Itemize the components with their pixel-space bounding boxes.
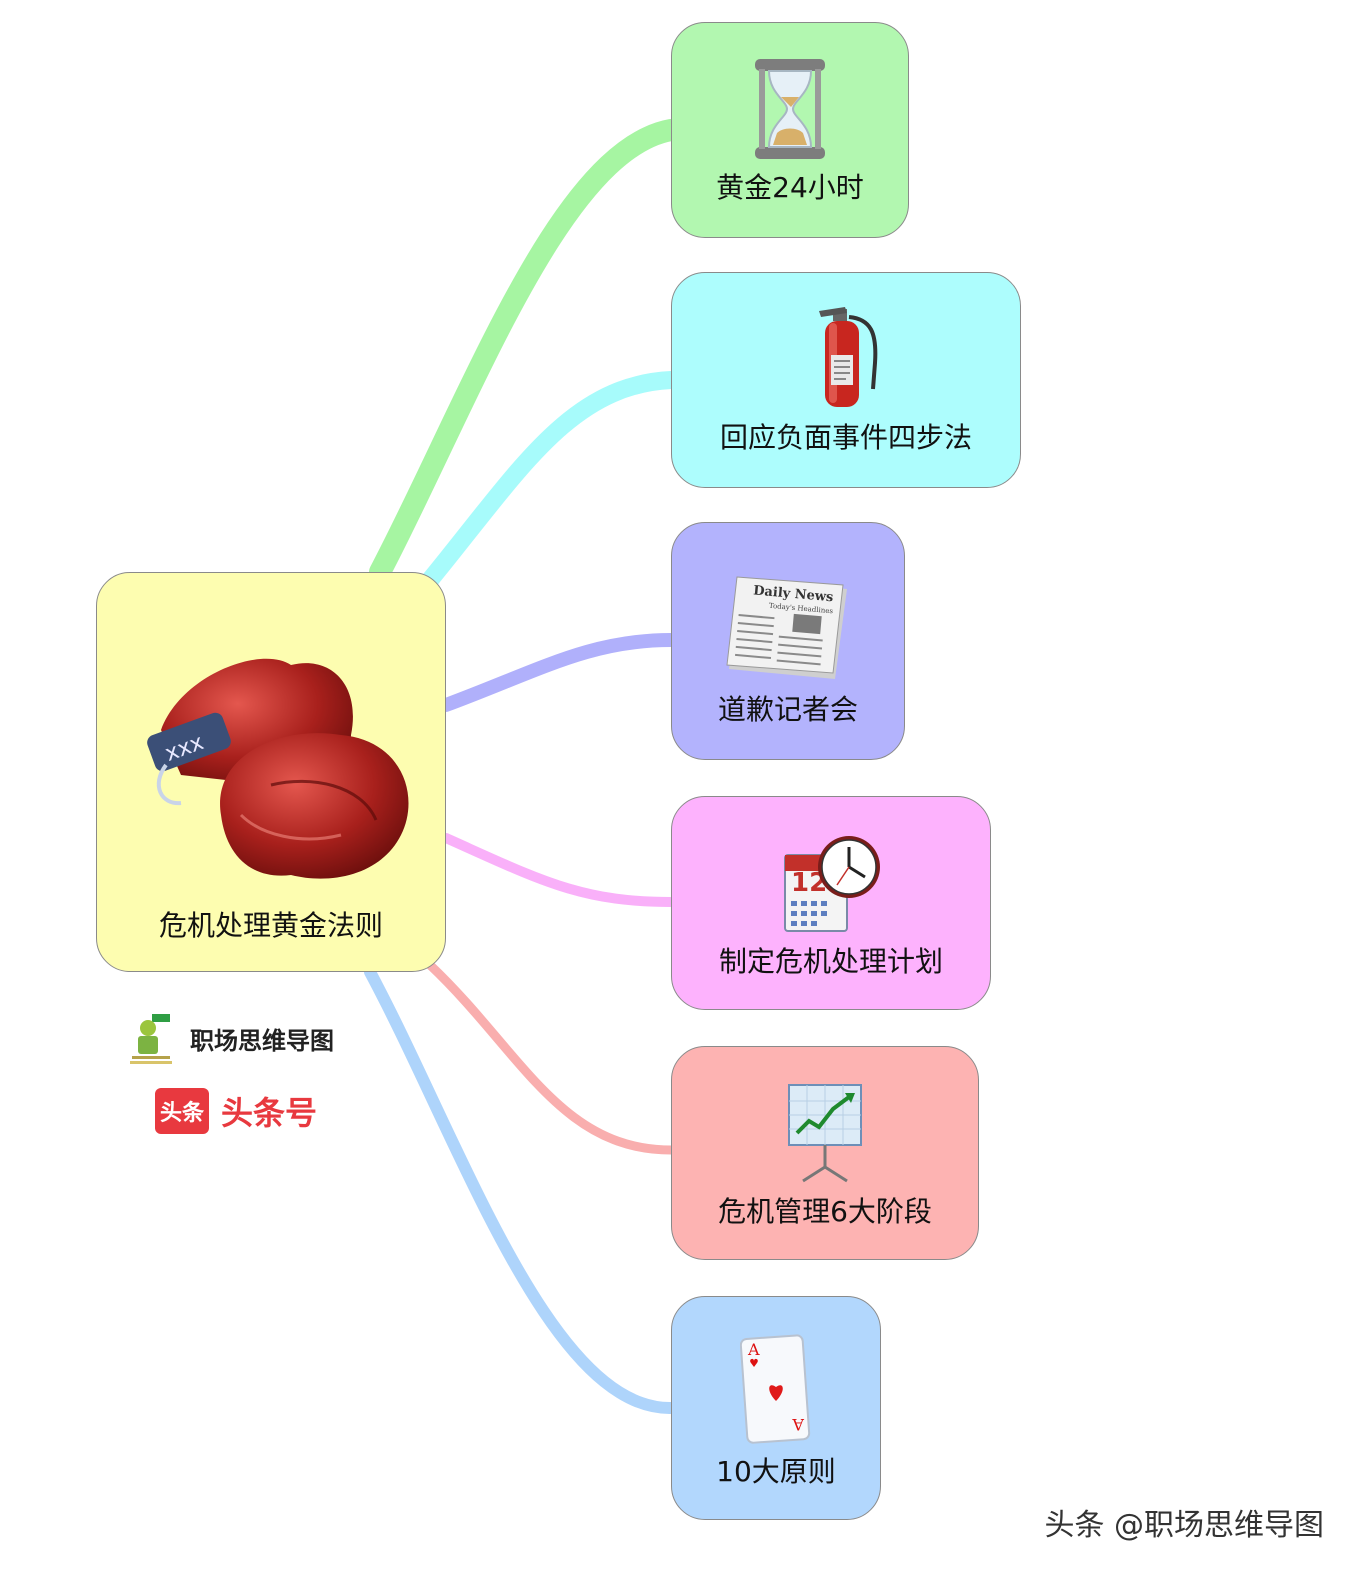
central-topic-label: 危机处理黄金法则	[158, 909, 383, 942]
newspaper-icon: Daily News Today's Headlines	[726, 576, 847, 679]
brand-name: 职场思维导图	[190, 1026, 334, 1055]
topic-six-stages[interactable]: 危机管理6大阶段	[671, 1046, 979, 1260]
calendar-clock-icon: 12	[784, 836, 880, 932]
topic-golden-24-hours[interactable]: 黄金24小时	[671, 22, 909, 238]
topic-label: 危机管理6大阶段	[718, 1195, 932, 1228]
ace-of-hearts-icon: A A	[740, 1334, 811, 1444]
watermark: 头条 @职场思维导图	[1044, 1508, 1324, 1543]
fire-extinguisher-icon	[819, 307, 878, 407]
topic-label: 制定危机处理计划	[718, 945, 943, 978]
brand-toutiao: 头条 头条号	[155, 1088, 317, 1134]
topic-crisis-plan[interactable]: 12 制定危机处理计划	[671, 796, 991, 1010]
connector-line-3	[441, 833, 676, 907]
newspaper-title: Daily News	[753, 583, 834, 605]
card-rank-top: A	[747, 1340, 760, 1359]
connector-line-4	[425, 960, 676, 1155]
central-topic[interactable]: xxx 危机处理黄金法则	[96, 572, 446, 972]
topic-four-step-response[interactable]: 回应负面事件四步法	[671, 272, 1021, 488]
topic-apology-press-conference[interactable]: Daily News Today's Headlines 道歉记者会	[671, 522, 905, 760]
topic-label: 道歉记者会	[717, 693, 858, 726]
topic-label: 黄金24小时	[716, 171, 864, 204]
card-rank-bottom: A	[792, 1415, 805, 1434]
boxing-gloves-icon: xxx	[147, 658, 409, 879]
topic-label: 回应负面事件四步法	[719, 421, 972, 454]
brand-logo-icon	[130, 1014, 172, 1064]
topic-ten-principles[interactable]: A A 10大原则	[671, 1296, 881, 1520]
connector-line-5	[364, 966, 677, 1415]
topic-label: 10大原则	[716, 1455, 836, 1488]
connector-line-0	[369, 119, 682, 583]
chart-board-icon	[788, 1084, 862, 1183]
toutiao-logo-icon: 头条	[155, 1088, 209, 1134]
hourglass-icon	[755, 59, 825, 159]
toutiao-text: 头条号	[221, 1094, 318, 1132]
brand-mindmap: 职场思维导图	[126, 1010, 334, 1066]
connector-line-1	[421, 371, 680, 589]
connector-line-2	[439, 633, 678, 712]
